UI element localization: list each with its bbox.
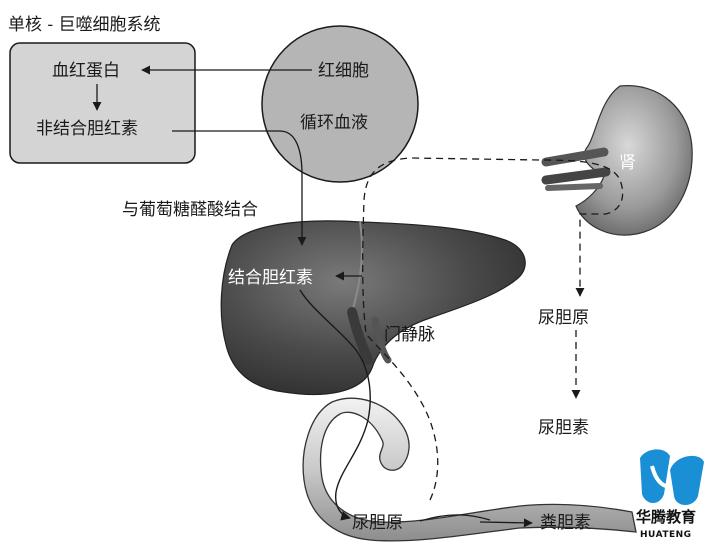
kidney-urobilinogen-label: 尿胆原 [538,308,589,328]
logo-mark-right [670,456,704,505]
red-blood-cell-label: 红细胞 [318,61,369,81]
renal-vessel-2 [546,172,606,180]
logo-name-en: HUATENG [640,530,692,540]
conjugated-bilirubin-label: 结合胆红素 [228,268,313,288]
huateng-logo: 华腾教育 HUATENG [636,449,704,540]
renal-vessel-3 [548,186,600,188]
unconjugated-bilirubin-label: 非结合胆红素 [36,119,138,139]
blood-circulation-circle [262,26,418,182]
liver-illustration [221,221,525,395]
urobilin-label: 尿胆素 [538,418,589,438]
kidney-label: 肾 [619,153,636,173]
hemoglobin-label: 血红蛋白 [52,61,120,81]
intestine-urobilinogen-label: 尿胆原 [352,513,403,533]
system-title: 单核 - 巨噬细胞系统 [8,15,161,35]
portal-vein-label: 门静脉 [384,325,435,345]
circulation-label: 循环血液 [300,113,368,133]
stercobilin-label: 粪胆素 [540,513,591,533]
logo-name-cn: 华腾教育 [636,508,696,526]
glucuronide-step-label: 与葡萄糖醛酸结合 [122,200,258,220]
